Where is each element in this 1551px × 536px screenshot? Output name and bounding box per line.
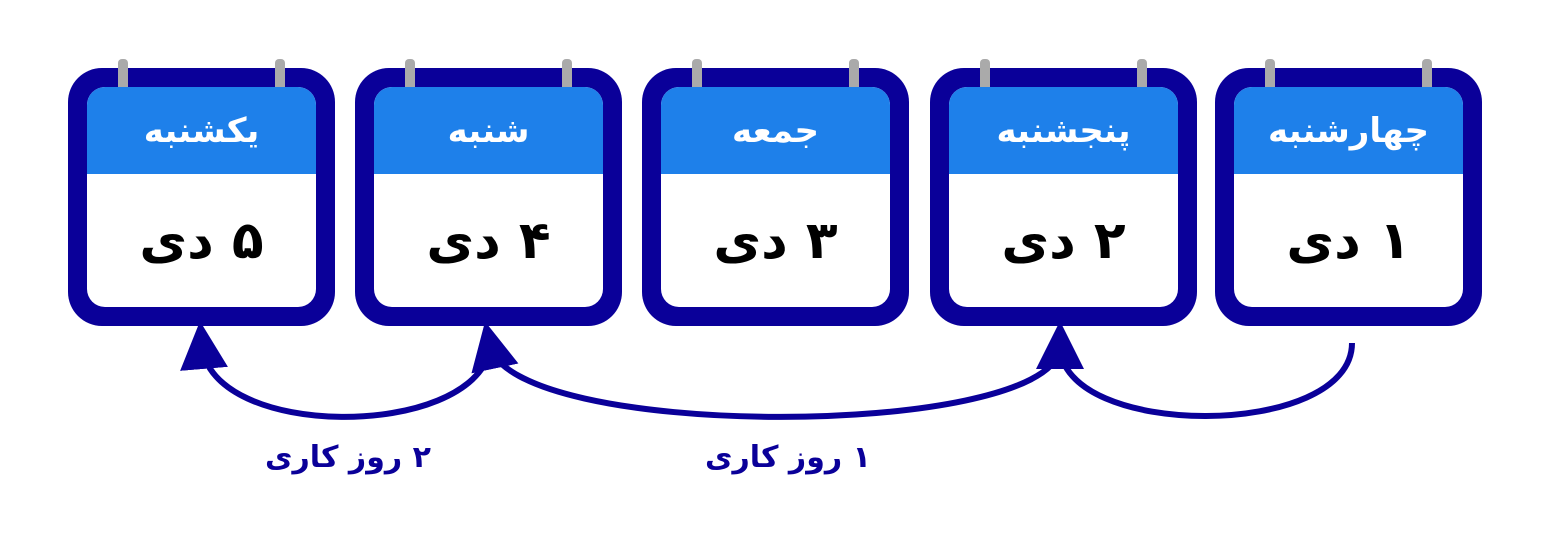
date: ۱ دی xyxy=(1286,210,1411,271)
label-one-workday: ۱ روز کاری xyxy=(705,440,871,475)
arrow-sat-to-sun xyxy=(180,321,493,420)
weekday: یکشنبه xyxy=(87,87,316,174)
date: ۳ دی xyxy=(713,210,838,271)
date: ۵ دی xyxy=(139,210,264,271)
weekday: چهارشنبه xyxy=(1234,87,1463,174)
weekday: پنجشنبه xyxy=(949,87,1178,174)
calendar-card-thursday: پنجشنبه ۲ دی xyxy=(930,59,1197,326)
date: ۴ دی xyxy=(426,210,551,271)
arrow-thu-to-sat xyxy=(471,321,1063,420)
calendar-card-friday: جمعه ۳ دی xyxy=(642,59,909,326)
date: ۲ دی xyxy=(1001,210,1126,271)
calendar-card-sunday: یکشنبه ۵ دی xyxy=(68,59,335,326)
calendar-card-saturday: شنبه ۴ دی xyxy=(355,59,622,326)
weekday: شنبه xyxy=(374,87,603,174)
weekday: جمعه xyxy=(661,87,890,174)
label-two-workdays: ۲ روز کاری xyxy=(265,440,431,475)
calendar-card-wednesday: چهارشنبه ۱ دی xyxy=(1215,59,1482,326)
arrow-wed-to-thu xyxy=(1036,321,1355,419)
